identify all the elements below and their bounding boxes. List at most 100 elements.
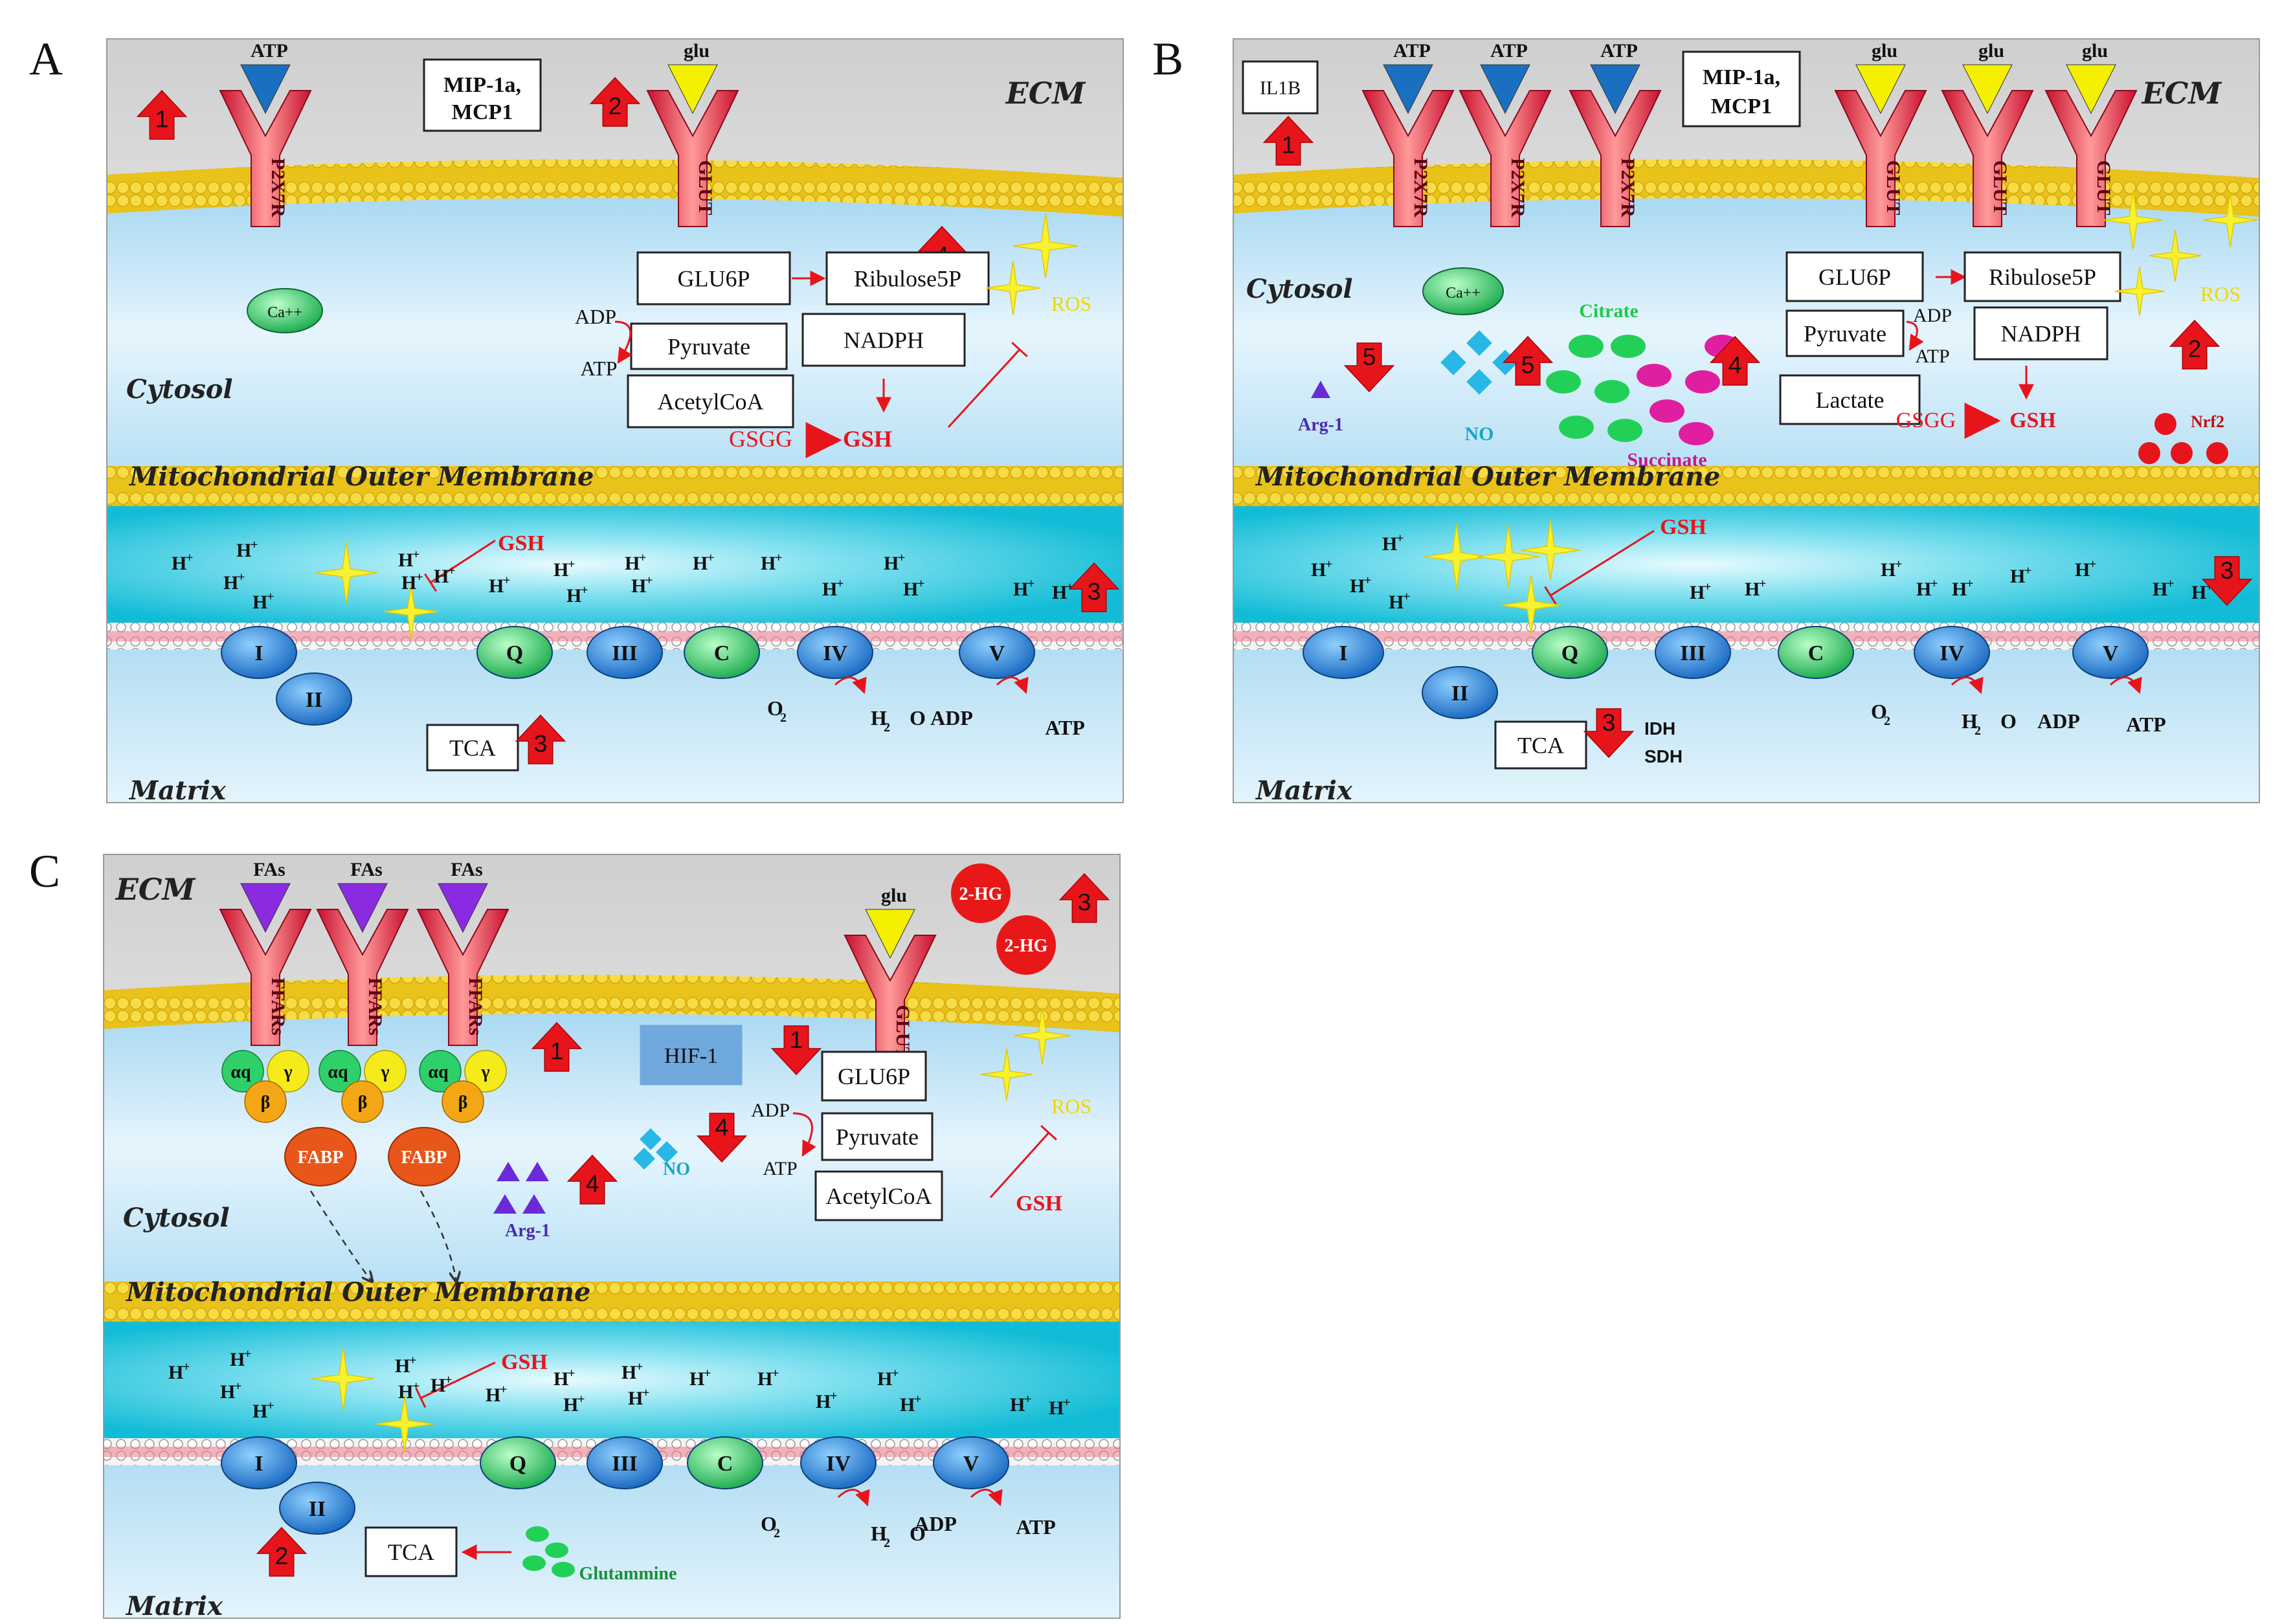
citrate-label: Citrate <box>1579 300 1639 322</box>
oxygen-label-sub: 2 <box>774 1526 780 1541</box>
proton-plus: + <box>636 1360 643 1374</box>
ligand-glu: glu <box>667 40 718 115</box>
decrease-arrow: 3 <box>2201 556 2253 606</box>
atp-label: ATP <box>1045 716 1085 739</box>
outer-membrane-label: Mitochondrial Outer Membrane <box>125 1277 591 1307</box>
proton-h: H <box>2153 579 2167 600</box>
ros-star-icon <box>985 260 1041 316</box>
decrease-arrow: 1 <box>770 1025 822 1076</box>
proton-plus: + <box>2167 577 2174 591</box>
increase-arrow: 1 <box>1262 115 1314 166</box>
proton-plus: + <box>1027 577 1035 591</box>
ligand-label: ATP <box>1490 40 1528 61</box>
increase-arrow: 3 <box>1068 562 1120 612</box>
gsgg-label: GSGG <box>729 426 792 452</box>
ros-star-icon <box>2202 192 2258 248</box>
proton-h: H <box>563 1394 578 1416</box>
proton: H+ <box>172 551 193 574</box>
panel-letter: C <box>29 845 60 897</box>
ros-star-icon <box>375 1395 434 1453</box>
adp-label: ADP <box>751 1100 790 1121</box>
complex-iv: IV <box>797 626 873 679</box>
proton: H+ <box>398 1379 419 1403</box>
proton-plus: + <box>1364 573 1371 588</box>
complex-label: IV <box>1940 641 1964 665</box>
ligand-label: FAs <box>451 859 482 880</box>
proton-plus: + <box>772 1366 779 1381</box>
proton-h: H <box>621 1362 636 1383</box>
complex-label: III <box>612 1452 638 1476</box>
proton-plus: + <box>645 573 653 588</box>
gsh-label: GSH <box>1016 1192 1062 1216</box>
proton-plus: + <box>914 1392 921 1407</box>
chemokine-text: MCP1 <box>1711 95 1772 118</box>
hif1-box-text: HIF-1 <box>664 1044 718 1068</box>
complex-iv: IV <box>1914 626 1990 679</box>
complex-v: V <box>2072 626 2149 679</box>
no-label: NO <box>663 1159 690 1179</box>
pyruvate-box: Pyruvate <box>821 1112 934 1161</box>
ros-label: ROS <box>1051 1095 1091 1118</box>
glu6p-box-text: GLU6P <box>1818 264 1891 290</box>
ligand-label: glu <box>881 885 907 906</box>
proton: H+ <box>252 1399 274 1422</box>
arrow-number: 1 <box>1282 131 1295 158</box>
ligand-atp: ATP <box>240 40 291 115</box>
complex-label: C <box>714 641 730 665</box>
proton-plus: + <box>448 564 455 578</box>
ligand-glu: glu <box>865 885 915 959</box>
proton-h: H <box>236 540 251 561</box>
arrow-number: 3 <box>1602 709 1616 736</box>
adp-label: ADP <box>575 305 616 328</box>
proton-h: H <box>884 553 899 574</box>
reaction-arrow <box>996 676 1029 695</box>
water-o: O <box>2000 709 2017 733</box>
proton: H+ <box>757 1366 779 1390</box>
tca-box: TCA <box>364 1526 458 1577</box>
water-label-sub: 2 <box>884 720 890 735</box>
acetylcoa-box-text: AcetylCoA <box>826 1183 932 1209</box>
receptor-label: P2X7R <box>1410 158 1431 217</box>
oxygen-label-base: O <box>761 1512 777 1535</box>
arrow-number: 5 <box>1363 343 1376 370</box>
complex-label: C <box>1808 641 1824 665</box>
pyruvate-box: Pyruvate <box>1785 309 1905 357</box>
proton: H+ <box>625 551 646 574</box>
pyruvate-box-text: Pyruvate <box>836 1124 919 1150</box>
arrow-number: 3 <box>1088 577 1101 605</box>
gsh-label: GSH <box>1660 515 1706 539</box>
two-hg-label: 2-HG <box>1005 936 1048 956</box>
sdh-label: SDH <box>1644 746 1683 766</box>
tca-box: TCA <box>426 724 519 772</box>
complex-label: I <box>254 641 263 665</box>
water-o: O <box>910 706 926 729</box>
ros-star-icon <box>315 541 378 605</box>
proton-h: H <box>486 1385 500 1406</box>
proton-plus: + <box>183 1360 190 1374</box>
proton-h: H <box>1952 579 1967 600</box>
matrix-label: Matrix <box>1255 775 1353 806</box>
increase-arrow: 1 <box>136 89 188 140</box>
tca-box: TCA <box>1494 720 1587 770</box>
proton: H+ <box>236 538 258 561</box>
arg1-label: Arg-1 <box>505 1221 550 1241</box>
pyruvate-box: Pyruvate <box>630 322 788 370</box>
ros-label: ROS <box>2200 282 2241 306</box>
complex-i: I <box>221 1436 297 1489</box>
complex-ii: II <box>1422 666 1498 719</box>
proton-plus: + <box>1895 557 1902 572</box>
arrow-number: 3 <box>2220 557 2234 584</box>
ribulose5p-box: Ribulose5P <box>825 251 990 306</box>
proton: H+ <box>1690 580 1711 603</box>
proton-h: H <box>230 1349 245 1370</box>
proton-plus: + <box>445 1373 452 1387</box>
proton-plus: + <box>1396 531 1404 546</box>
proton-plus: + <box>898 551 905 565</box>
ros-star-icon <box>1477 525 1540 588</box>
nadph-box: NADPH <box>1973 306 2109 361</box>
ligand-label: glu <box>1978 40 2004 61</box>
